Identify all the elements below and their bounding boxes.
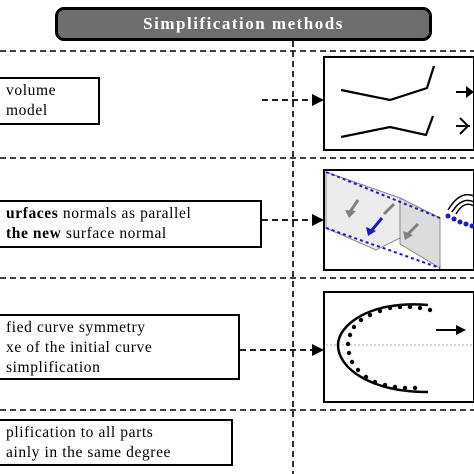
text-run: xe of the initial curve xyxy=(6,339,153,356)
text-line: urfaces normals as parallel xyxy=(6,204,252,224)
text-line: fied curve symmetry xyxy=(6,318,230,338)
bold-text-run: urfaces xyxy=(6,205,59,222)
text-run: plification to all parts xyxy=(6,424,154,441)
connector-arrow-3 xyxy=(240,344,324,356)
text-line: ainly in the same degree xyxy=(6,443,223,463)
text-line: xe of the initial curve xyxy=(6,338,230,358)
illustration-surface-normals xyxy=(323,169,474,271)
text-run: ainly in the same degree xyxy=(6,444,172,461)
section-header: Simplification methods xyxy=(55,7,432,41)
method-box-curve-symmetry: fied curve symmetry xe of the initial cu… xyxy=(0,314,240,380)
text-line: simplification xyxy=(6,358,230,378)
text-run: simplification xyxy=(6,359,101,376)
header-title: Simplification methods xyxy=(143,14,344,33)
text-line: volume xyxy=(6,81,90,101)
text-line: model xyxy=(6,101,90,121)
method-box-volume-model: volume model xyxy=(0,77,100,125)
connector-arrow-2 xyxy=(262,214,324,226)
text-run: model xyxy=(6,102,48,119)
text-run: volume xyxy=(6,82,57,99)
text-line: the new surface normal xyxy=(6,224,252,244)
text-line: plification to all parts xyxy=(6,423,223,443)
text-run: surface normal xyxy=(61,225,167,242)
bold-text-run: the new xyxy=(6,225,62,242)
text-run: normals as parallel xyxy=(58,205,192,222)
illustration-volume-model xyxy=(323,56,474,151)
connector-arrow-1 xyxy=(262,94,324,106)
illustration-curve-symmetry xyxy=(323,291,474,403)
text-run: fied curve symmetry xyxy=(6,319,146,336)
method-box-all-parts: plification to all parts ainly in the sa… xyxy=(0,419,233,466)
method-box-surface-normals: urfaces normals as parallel the new surf… xyxy=(0,200,262,248)
